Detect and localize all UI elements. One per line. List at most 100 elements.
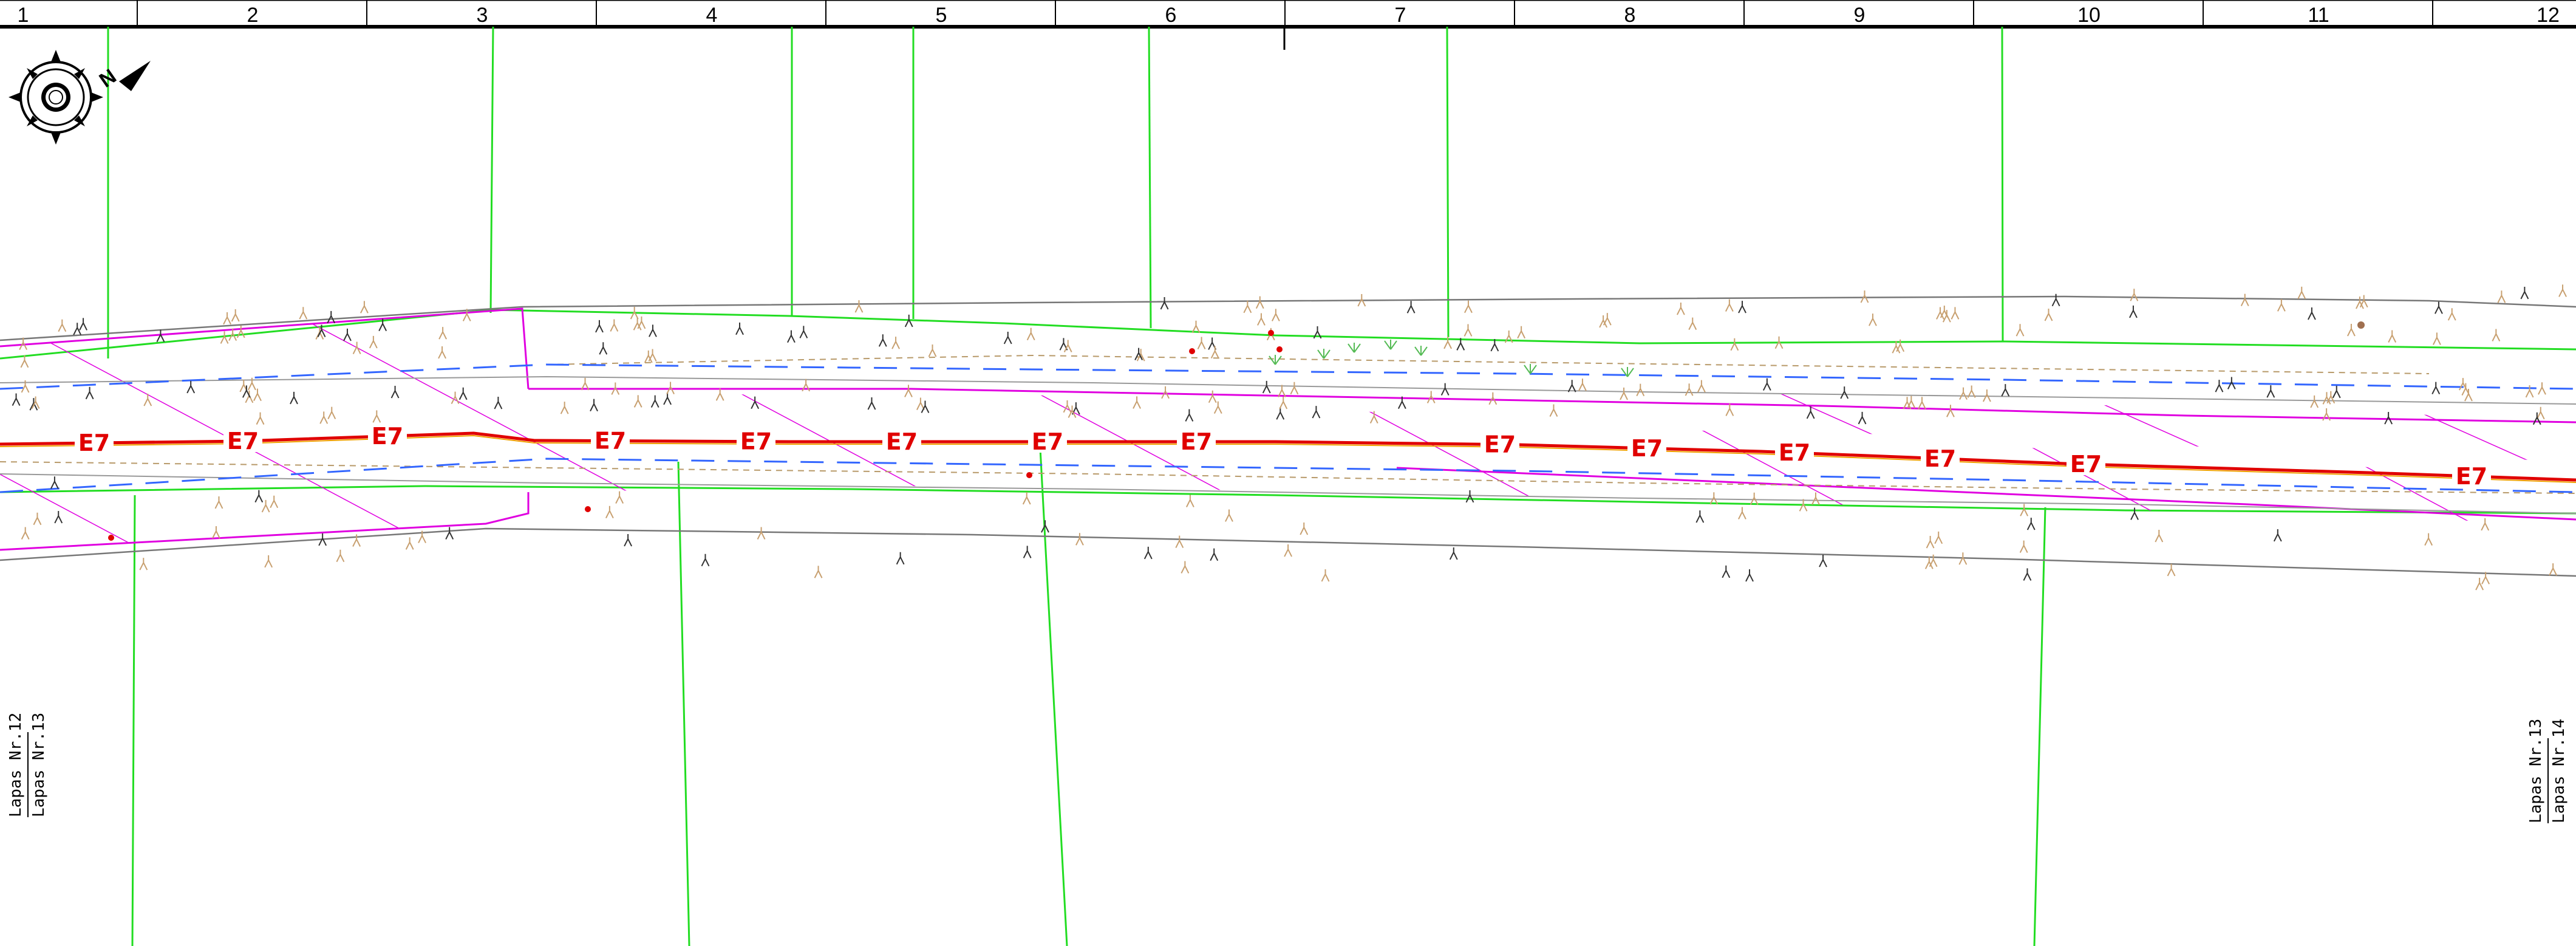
tree-symbol-icon	[2240, 293, 2249, 307]
tree-symbol-icon	[1860, 290, 1869, 303]
tree-symbol-icon	[2310, 395, 2319, 408]
tree-symbol-icon	[1369, 411, 1378, 424]
tree-symbol-icon	[1685, 383, 1694, 396]
tree-symbol-icon	[2051, 293, 2060, 307]
tree-symbol-icon	[2424, 533, 2433, 546]
tree-symbol-icon	[1026, 327, 1035, 341]
tree-symbol-icon	[1738, 507, 1746, 519]
tree-symbol-icon	[1936, 307, 1944, 320]
north-arrow-icon: N	[95, 61, 151, 92]
tree-symbol-icon	[242, 385, 251, 398]
tree-symbol-icon	[1892, 341, 1901, 354]
tree-symbol-icon	[814, 566, 823, 578]
tree-symbol-icon	[1225, 509, 1233, 522]
tree-symbol-icon	[2525, 385, 2534, 398]
tree-symbol-icon	[352, 534, 361, 547]
tree-symbol-icon	[896, 552, 905, 565]
tree-symbol-icon	[615, 491, 624, 504]
tree-symbol-icon	[2384, 412, 2393, 425]
tree-symbol-icon	[1697, 380, 1706, 393]
tree-symbol-icon	[2020, 504, 2029, 516]
tree-symbol-icon	[1041, 520, 1049, 533]
tree-symbol-icon	[2297, 286, 2306, 300]
tree-symbol-icon	[1175, 535, 1184, 549]
route-label-backdrop	[1921, 444, 1960, 470]
tree-symbol-icon	[1695, 510, 1705, 523]
tree-symbol-icon	[751, 396, 760, 410]
tree-symbol-icon	[1449, 547, 1458, 560]
tree-symbol-icon	[2532, 412, 2541, 425]
tree-symbol-icon	[1620, 387, 1628, 400]
tree-symbol-icon	[605, 506, 614, 519]
tree-symbol-icon	[1279, 396, 1288, 410]
tree-symbol-icon	[1918, 397, 1926, 410]
route-label-backdrop	[1028, 427, 1067, 453]
sheet-label-left-previous: Lapas Nr.12	[7, 713, 25, 817]
tree-symbol-icon	[715, 388, 724, 401]
tree-symbol-icon	[1271, 309, 1280, 321]
tree-symbol-icon	[21, 380, 30, 393]
tree-symbol-icon	[1488, 392, 1498, 405]
route-label: E7	[740, 428, 772, 455]
tree-symbol-icon	[644, 350, 653, 363]
tree-symbol-icon	[21, 527, 30, 540]
tree-symbol-icon	[1725, 403, 1734, 416]
tree-symbol-icon	[799, 326, 808, 338]
ruler-number: 3	[477, 4, 488, 27]
tree-symbol-icon	[372, 410, 381, 423]
sheet-label-right-previous: Lapas Nr.13	[2527, 719, 2545, 823]
tree-symbol-icon	[1255, 296, 1264, 309]
tree-symbol-icon	[1983, 389, 1991, 402]
tree-symbol-icon	[1929, 554, 1938, 567]
tree-symbol-icon	[1210, 548, 1219, 561]
tree-symbol-icon	[802, 379, 811, 392]
tree-symbol-icon	[1750, 492, 1759, 506]
shrub-symbol-icon	[1348, 343, 1361, 353]
tree-symbol-icon	[1578, 379, 1587, 391]
tree-symbol-icon	[2558, 284, 2567, 297]
tree-symbol-icon	[1940, 306, 1949, 318]
tree-symbol-icon	[390, 386, 400, 399]
route-label: E7	[372, 423, 403, 450]
route-label-backdrop	[75, 428, 114, 454]
tree-symbol-icon	[1869, 314, 1877, 326]
tree-symbol-icon	[1063, 340, 1072, 352]
tree-symbol-icon	[228, 328, 237, 341]
tree-symbol-icon	[1934, 531, 1943, 544]
tree-symbol-icon	[2536, 406, 2545, 420]
route-label-backdrop	[2067, 450, 2105, 476]
route-label: E7	[227, 428, 259, 454]
shrub-symbol-icon	[1524, 364, 1537, 374]
tree-symbol-icon	[1730, 338, 1739, 351]
tree-symbol-icon	[599, 342, 608, 355]
tree-symbol-icon	[649, 324, 657, 337]
tree-symbol-icon	[327, 310, 336, 324]
tree-symbol-icon	[1136, 349, 1145, 362]
tree-symbol-icon	[236, 325, 245, 338]
ruler-number: 7	[1395, 4, 1406, 27]
tree-symbol-icon	[2322, 392, 2331, 405]
tree-symbol-icon	[1262, 380, 1271, 394]
tree-symbol-icon	[1504, 330, 1513, 343]
tree-symbol-icon	[214, 496, 223, 509]
tree-symbol-icon	[318, 533, 327, 546]
tree-symbol-icon	[2481, 572, 2490, 584]
tree-symbol-icon	[1143, 546, 1153, 560]
tree-symbol-icon	[2549, 563, 2558, 576]
ruler-number: 2	[247, 4, 259, 27]
tree-symbol-icon	[253, 388, 262, 402]
tree-symbol-icon	[2356, 296, 2364, 309]
ruler-number: 12	[2537, 4, 2560, 27]
tree-symbol-icon	[270, 495, 279, 509]
tree-symbol-icon	[1926, 536, 1935, 549]
tree-symbol-icon	[1063, 400, 1072, 413]
tree-symbol-icon	[878, 334, 887, 347]
tree-symbol-icon	[701, 554, 710, 567]
route-label: E7	[886, 428, 918, 455]
compass-rose-icon	[9, 50, 103, 145]
ruler-number: 8	[1624, 4, 1636, 27]
tree-symbol-icon	[1774, 336, 1784, 349]
shrub-symbol-icon	[1317, 349, 1331, 359]
